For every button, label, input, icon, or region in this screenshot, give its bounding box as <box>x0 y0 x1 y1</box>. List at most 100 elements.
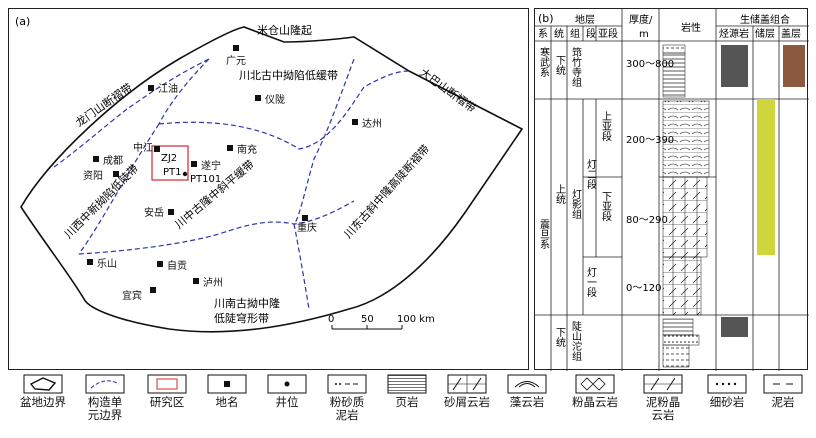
well-zj2: ZJ2 <box>161 153 177 164</box>
legend-label: 页岩 <box>395 395 419 409</box>
cap-bar-cambrian <box>783 45 805 87</box>
row-thickness-1: 80～290 <box>626 215 668 226</box>
place-suining: 遂宁 <box>201 159 221 172</box>
place-marker <box>352 119 358 125</box>
basin-map: (a) 米仓山隆起 大巴山断褶带 龙门山断褶带 川北古中拗陷低缓带 川西中新拗陷… <box>15 15 524 333</box>
place-marker <box>150 287 156 293</box>
place-luzhou: 泸州 <box>203 277 223 289</box>
legend-label: 砂屑云岩 <box>444 395 490 409</box>
place-marker <box>255 95 261 101</box>
litho-dolo-deng1 <box>662 256 702 316</box>
region-dabashan: 大巴山断褶带 <box>417 65 479 115</box>
row-sub-1: 下亚段 <box>600 191 612 222</box>
hdr-cap: 盖层 <box>781 27 801 40</box>
place-marker <box>87 259 93 265</box>
legend-item: 研究区 <box>132 374 202 409</box>
hdr-thickness-1: 厚度/ <box>629 13 653 26</box>
boundary-chuanbei-south <box>158 58 210 125</box>
legend-label: 研究区 <box>149 395 185 409</box>
boundary-longmen-inner <box>53 58 210 168</box>
litho-shale-cambrian <box>662 52 686 98</box>
place-marker <box>148 85 154 91</box>
place-markers: 广元 江油 仪陇 达州 中江 成都 资阳 南充 遂宁 安岳 重庆 乐山 自贡 泸… <box>83 45 382 302</box>
reservoir-bar <box>757 99 775 255</box>
legend-label: 构造单 元边界 <box>87 395 123 422</box>
place-jiangyou: 江油 <box>158 82 178 95</box>
table-grid <box>535 9 809 371</box>
legend-label: 细砂岩 <box>709 395 745 409</box>
legend-label: 粉晶云岩 <box>572 395 618 409</box>
legend-label: 地名 <box>215 395 239 409</box>
hdr-submember: 亚段 <box>598 27 618 40</box>
row-labels: 寒武系 下统 筇竹寺组 300～800 震旦系 上统 灯影组 灯二段 灯一段 下… <box>538 46 675 361</box>
hdr-thickness-2: m <box>639 29 649 40</box>
sinian-deng1: 灯一段 <box>585 267 597 298</box>
boundary-east <box>293 58 355 225</box>
place-marker <box>233 45 239 51</box>
table-header: 地层 厚度/ m 岩性 生储盖组合 系 统 组 段 亚段 烃源岩 储层 盖层 <box>538 13 801 40</box>
litho-silty-mud <box>662 44 686 54</box>
legend-label: 盆地边界 <box>20 395 66 409</box>
legend-item: 构造单 元边界 <box>70 374 140 422</box>
hdr-assemblage: 生储盖组合 <box>740 13 790 26</box>
source-bar-cambrian <box>721 45 748 87</box>
legend-item: 泥岩 <box>748 374 816 409</box>
region-longmenshan: 龙门山断褶带 <box>73 80 135 129</box>
legend-item: 藻云岩 <box>492 374 562 409</box>
place-marker <box>157 261 163 267</box>
strat-column: (b) 地层 厚度/ m 岩性 生储盖组合 系 统 组 段 亚段 烃源岩 储层 … <box>535 9 809 371</box>
place-ziyang: 资阳 <box>83 170 103 182</box>
region-chuannan-1: 川南古拗中隆 <box>214 296 280 310</box>
row-thickness-0: 200～390 <box>626 135 674 146</box>
hdr-series: 统 <box>554 27 564 40</box>
map-panel: (a) 米仓山隆起 大巴山断褶带 龙门山断褶带 川北古中拗陷低缓带 川西中新拗陷… <box>8 8 529 370</box>
place-marker <box>227 145 233 151</box>
row-thickness-2: 0～120 <box>626 283 661 294</box>
hdr-formation: 组 <box>570 27 580 40</box>
place-yibin: 宜宾 <box>122 289 142 302</box>
scale-end: 100 km <box>397 314 435 325</box>
silty-mudstone-icon <box>327 374 367 394</box>
panel-a-label: (a) <box>15 15 30 28</box>
place-marker <box>191 161 197 167</box>
algal-dolomite-icon <box>507 374 547 394</box>
muddy-dolomite-icon <box>643 374 683 394</box>
boundary-southeast <box>293 223 310 310</box>
row-sub-0: 上亚段 <box>600 111 612 142</box>
legend-item: 页岩 <box>372 374 442 409</box>
place-chengdu: 成都 <box>103 155 123 167</box>
well-pt101: PT101 <box>190 174 221 185</box>
sinian-upper: 上统 <box>554 184 566 204</box>
crystalline-dolomite-icon <box>575 374 615 394</box>
basin-boundary <box>20 26 524 333</box>
place-marker <box>154 146 160 152</box>
litho-algal-upper <box>662 100 710 178</box>
place-chongqing: 重庆 <box>297 221 317 234</box>
lithology-column <box>662 44 710 368</box>
legend-item: 盆地边界 <box>8 374 78 409</box>
legend-label: 泥岩 <box>771 395 795 409</box>
place-dazhou: 达州 <box>362 118 382 130</box>
legend-item: 粉砂质 泥岩 <box>312 374 382 422</box>
place-marker <box>193 278 199 284</box>
legend: 盆地边界 构造单 元边界 研究区 地名 井位 粉砂质 泥岩 页岩 砂屑云岩 藻云… <box>8 374 808 434</box>
panel-b-label: (b) <box>538 12 554 25</box>
legend-item: 粉晶云岩 <box>560 374 630 409</box>
place-marker <box>113 171 119 177</box>
legend-item: 泥粉晶 云岩 <box>628 374 698 422</box>
region-chuannan-2: 低陡穹形带 <box>214 311 269 325</box>
scale-zero: 0 <box>328 314 334 325</box>
sinian-deng2: 灯二段 <box>585 159 597 190</box>
clastic-dolomite-icon <box>447 374 487 394</box>
cambrian-formation: 筇竹寺组 <box>570 46 582 87</box>
place-marker <box>302 215 308 221</box>
legend-label: 藻云岩 <box>509 395 545 409</box>
legend-label: 粉砂质 泥岩 <box>329 395 365 422</box>
well-pt1: PT1 <box>163 167 182 178</box>
well-marker <box>182 171 188 177</box>
place-yilong: 仪陇 <box>265 93 285 106</box>
fine-sandstone-icon <box>707 374 747 394</box>
boundary-south <box>78 200 355 255</box>
region-chuanbei: 川北古中拗陷低缓带 <box>239 68 338 82</box>
source-bar-doushantuo <box>721 317 748 337</box>
